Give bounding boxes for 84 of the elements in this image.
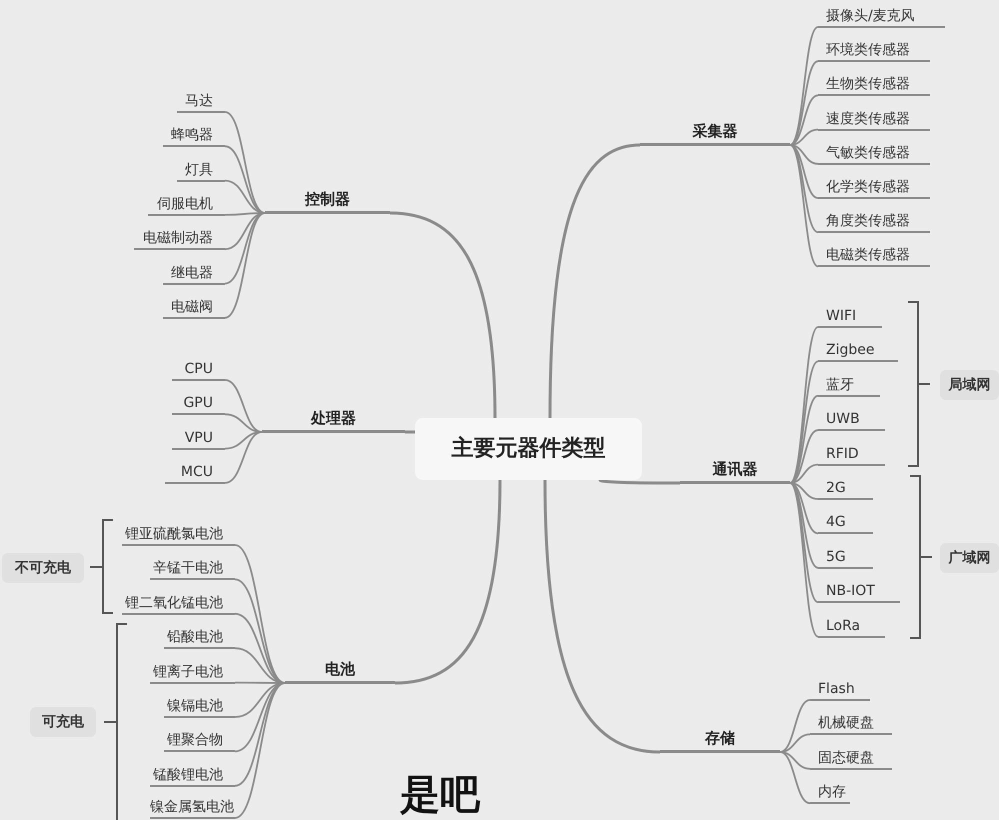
leaf-label: 锂亚硫酰氯电池 [122, 519, 235, 546]
branch-line [790, 482, 818, 569]
branch-line [789, 482, 819, 638]
leaf-label: 马达 [177, 86, 225, 113]
leaf-label: 生物类传感器 [818, 69, 930, 96]
leaf-label: 锰酸锂电池 [150, 760, 235, 787]
branch-line [224, 413, 262, 433]
branch-line [224, 431, 262, 450]
leaf-label: RFID [818, 438, 885, 466]
leaf-label: 固态硬盘 [810, 742, 892, 770]
leaf-label: 机械硬盘 [810, 708, 892, 736]
leaf-label: 铅酸电池 [164, 622, 235, 650]
branch-line [790, 395, 818, 484]
leaf-label: 灯具 [177, 154, 225, 182]
branch-line [224, 212, 266, 319]
branch-line [790, 94, 818, 146]
branch-line [790, 482, 818, 534]
branch-line [544, 480, 660, 754]
group-label-box: 广域网 [940, 543, 999, 573]
leaf-label: 锂聚合物 [164, 725, 235, 752]
leaf-label: Flash [810, 674, 870, 701]
leaf-label: 继电器 [163, 258, 225, 284]
leaf-label: 伺服电机 [148, 188, 225, 216]
leaf-label: 内存 [810, 777, 850, 804]
branch-line [234, 682, 286, 787]
branch-line [790, 144, 818, 233]
leaf-label: 环境类传感器 [818, 35, 930, 62]
leaf-label: 5G [818, 542, 873, 569]
leaf-label: 角度类传感器 [818, 206, 930, 234]
leaf-label: 气敏类传感器 [818, 138, 930, 165]
branch-label: 通讯器 [680, 451, 790, 484]
branch-line [224, 111, 266, 214]
leaf-label: UWB [818, 404, 885, 432]
branch-line [789, 26, 819, 146]
branch-line [789, 482, 819, 603]
leaf-label: WIFI [818, 301, 882, 328]
branch-label: 存储 [660, 720, 780, 753]
leaf-label: 2G [818, 473, 873, 500]
branch-label: 电池 [285, 651, 395, 684]
branch-line [780, 699, 810, 753]
branch-label: 采集器 [640, 113, 790, 146]
branch-line [548, 144, 640, 418]
central-topic-box: 主要元器件类型 [415, 418, 642, 480]
branch-line [234, 578, 286, 684]
branch-line [390, 212, 496, 418]
leaf-label: VPU [172, 422, 225, 450]
leaf-label: 速度类传感器 [818, 104, 930, 131]
leaf-label: Zigbee [818, 335, 898, 362]
group-label-box: 可充电 [30, 707, 96, 737]
leaf-label: 镍镉电池 [164, 691, 235, 718]
branch-line [790, 60, 818, 146]
branch-line [599, 478, 680, 484]
branch-line [234, 682, 286, 819]
branch-line [789, 360, 819, 484]
branch-line [224, 379, 262, 433]
leaf-label: 蓝牙 [818, 370, 880, 397]
leaf-label: 摄像头/麦克风 [818, 1, 945, 28]
leaf-label: 4G [818, 507, 873, 534]
branch-line [780, 734, 810, 753]
branch-label: 控制器 [265, 181, 390, 214]
leaf-label: 蜂鸣器 [163, 120, 225, 148]
leaf-label: LoRa [818, 610, 885, 638]
leaf-label: 辛锰干电池 [150, 553, 235, 580]
leaf-label: GPU [172, 388, 225, 416]
leaf-label: CPU [172, 354, 225, 381]
leaf-label: 镍金属氢电池 [150, 792, 235, 819]
subtitle-text: 是吧 [400, 772, 480, 818]
branch-label: 处理器 [262, 400, 405, 433]
branch-line [405, 430, 415, 434]
branch-line [780, 751, 810, 804]
branch-line [224, 145, 266, 214]
leaf-label: NB-IOT [818, 576, 900, 604]
leaf-label: 电磁阀 [163, 292, 225, 319]
leaf-label: MCU [165, 456, 225, 484]
group-label-box: 局域网 [940, 370, 999, 400]
leaf-label: 锂离子电池 [150, 656, 235, 684]
leaf-label: 电磁制动器 [134, 223, 225, 250]
branch-line [224, 431, 262, 484]
branch-line [789, 144, 819, 268]
leaf-label: 化学类传感器 [818, 172, 930, 199]
group-label-box: 不可充电 [2, 553, 84, 583]
leaf-label: 电磁类传感器 [818, 240, 930, 268]
leaf-label: 锂二氧化锰电池 [122, 588, 235, 615]
branch-line [394, 480, 502, 684]
